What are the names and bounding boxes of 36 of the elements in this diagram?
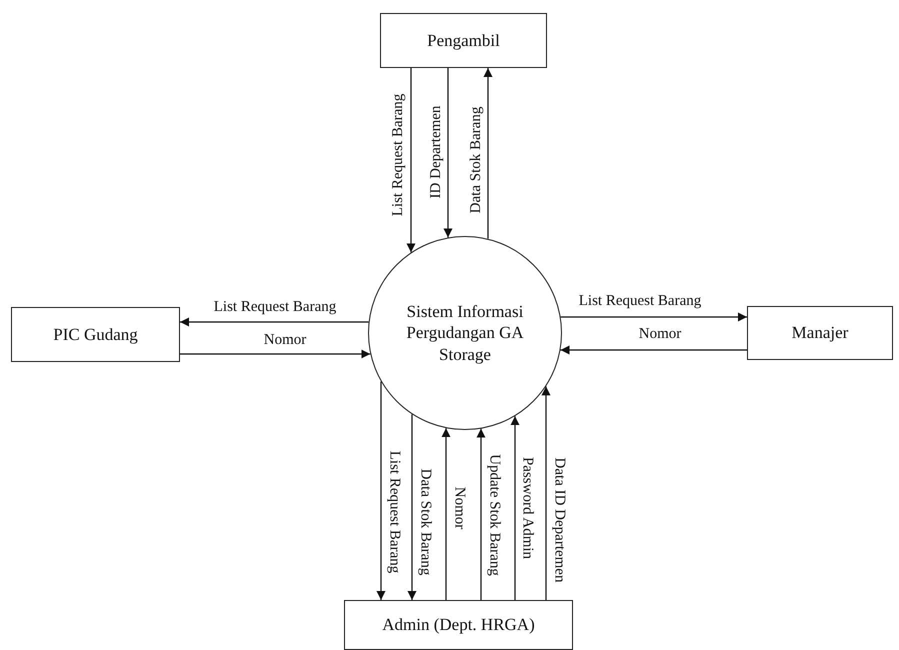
entity-box [380, 13, 547, 68]
edge-label: List Request Barang [214, 298, 336, 316]
arrow [484, 68, 492, 239]
edge-label: List Request Barang [386, 450, 402, 574]
arrow [560, 346, 747, 354]
edge-label: Nomor [450, 486, 468, 530]
arrow [376, 382, 386, 600]
arrow [180, 318, 369, 326]
arrow [444, 68, 452, 238]
node-label: Pengambil [427, 30, 500, 52]
arrow [510, 416, 520, 600]
edge-label: List Request Barang [390, 94, 406, 216]
node-label: PIC Gudang [53, 324, 138, 346]
edge-label: Data Stok Barang [468, 106, 484, 214]
arrow [476, 428, 486, 600]
node-label: Sistem Informasi Pergudangan GA Storage [405, 301, 525, 365]
node-label: Manajer [792, 322, 848, 344]
process-circle [368, 236, 562, 430]
arrow [408, 414, 416, 600]
arrow [542, 386, 550, 600]
edge-label: Nomor [264, 332, 306, 348]
node-label: Admin (Dept. HRGA) [382, 614, 535, 636]
entity-box [11, 307, 180, 362]
arrow [180, 350, 370, 358]
edge-label: ID Departemen [428, 106, 444, 198]
entity-box [747, 306, 893, 360]
edge-label: Password Admin [518, 456, 536, 560]
arrow [560, 312, 747, 322]
edge-label: Data ID Departemen [550, 458, 568, 582]
edge-label: List Request Barang [578, 292, 702, 310]
arrow [442, 428, 450, 600]
entity-box [344, 600, 573, 650]
edge-label: Data Stok Barang [416, 468, 434, 576]
edge-label: Nomor [638, 326, 682, 342]
edge-label: Update Stok Barang [486, 454, 502, 576]
arrow [406, 68, 416, 252]
